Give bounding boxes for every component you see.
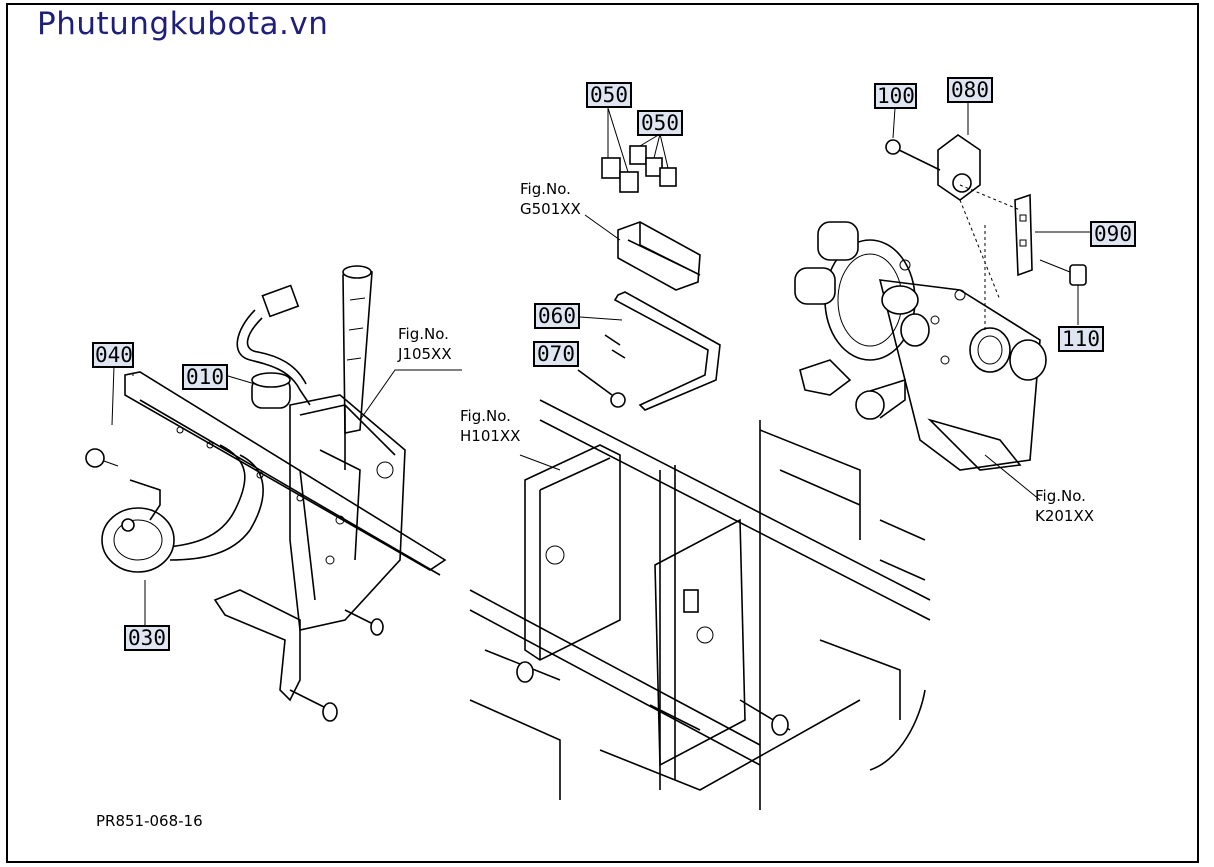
part-tag-100[interactable]: 100 [874,83,917,109]
part-tag-110[interactable]: 110 [1058,326,1104,352]
fig-ref-h101[interactable]: Fig.No. H101XX [460,406,520,446]
part-tag-070[interactable]: 070 [533,341,579,367]
fig-ref-j105[interactable]: Fig.No. J105XX [398,324,452,364]
frame-and-relay-assembly [469,107,931,810]
part-tag-060[interactable]: 060 [534,303,580,329]
fig-ref-k201-label: Fig.No. [1035,487,1086,505]
part-tag-030[interactable]: 030 [124,625,170,651]
fig-ref-h101-label: Fig.No. [460,407,511,425]
fig-ref-h101-code: H101XX [460,427,521,445]
fig-ref-j105-code: J105XX [398,345,452,363]
part-tag-010[interactable]: 010 [182,364,228,390]
drawing-code: PR851-068-16 [96,812,203,830]
part-tag-080[interactable]: 080 [947,77,993,103]
part-tag-050-b[interactable]: 050 [637,110,683,136]
brand-watermark: Phutungkubota.vn [37,6,329,42]
part-tag-090[interactable]: 090 [1090,221,1136,247]
fig-ref-g501[interactable]: Fig.No. G501XX [520,179,581,219]
hydraulic-pump-assembly [794,100,1090,501]
fig-ref-k201[interactable]: Fig.No. K201XX [1035,486,1094,526]
drawing-frame [6,3,1199,863]
fig-ref-j105-label: Fig.No. [398,325,449,343]
steering-column-assembly [85,265,462,722]
fig-ref-k201-code: K201XX [1035,507,1095,525]
fig-ref-g501-code: G501XX [520,200,581,218]
fig-ref-g501-label: Fig.No. [520,180,571,198]
part-tag-040[interactable]: 040 [92,342,134,368]
part-tag-050-a[interactable]: 050 [586,82,632,108]
